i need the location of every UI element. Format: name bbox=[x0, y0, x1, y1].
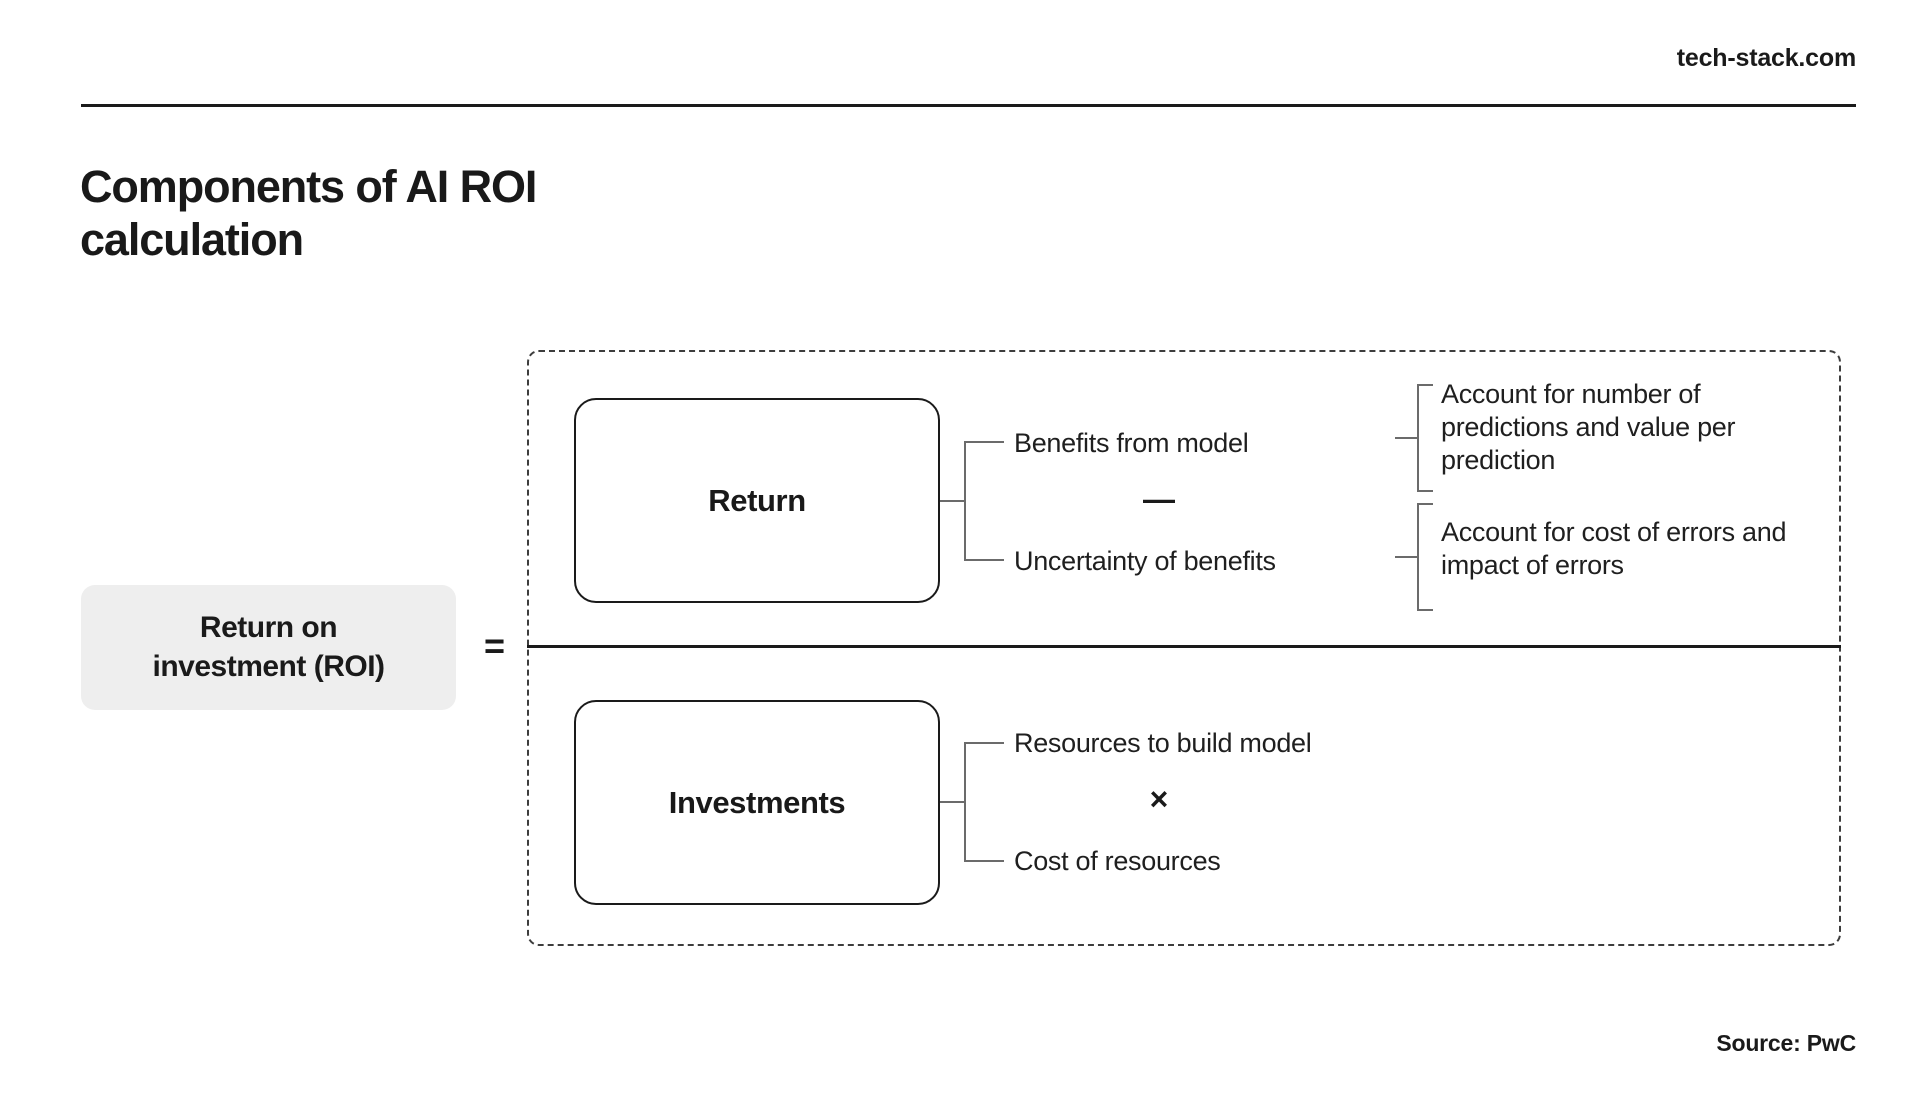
return-term-label: Return bbox=[708, 482, 806, 518]
roi-result-label: Return on investment (ROI) bbox=[152, 611, 385, 683]
investments-connector-spine bbox=[964, 742, 966, 862]
investments-connector-arm-bottom bbox=[964, 860, 1004, 862]
equals-symbol: = bbox=[484, 625, 506, 666]
return-connector-spine bbox=[964, 441, 966, 561]
return-connector-arm-top bbox=[964, 441, 1004, 443]
return-split-connector bbox=[940, 441, 1006, 561]
numerator-item-1-detail: Account for cost of errors and impact of… bbox=[1441, 517, 1787, 581]
source-attribution: Source: PwC bbox=[1716, 1030, 1856, 1056]
investments-split-connector bbox=[940, 742, 1006, 862]
fraction-container bbox=[527, 350, 1841, 946]
roi-result-chip: Return on investment (ROI) bbox=[81, 585, 456, 710]
numerator-item-0-detail: Account for number of predictions and va… bbox=[1441, 379, 1736, 476]
bracket-spine bbox=[1417, 384, 1419, 492]
bracket-cap-bottom bbox=[1417, 490, 1433, 492]
investments-connector-arm-top bbox=[964, 742, 1004, 744]
fraction-divider-bar bbox=[527, 645, 1841, 648]
return-term-box: Return bbox=[574, 398, 940, 603]
investments-term-label: Investments bbox=[668, 784, 846, 820]
numerator-item-0-bracket: Account for number of predictions and va… bbox=[1395, 379, 1815, 492]
bracket-stem bbox=[1395, 556, 1417, 558]
bracket-cap-top bbox=[1417, 503, 1433, 505]
numerator-item-1-label: Uncertainty of benefits bbox=[1014, 546, 1276, 576]
page-title: Components of AI ROI calculation bbox=[80, 161, 537, 266]
investments-term-box: Investments bbox=[574, 700, 940, 905]
denominator-item-0-label: Resources to build model bbox=[1014, 728, 1312, 758]
denominator-item-1-label: Cost of resources bbox=[1014, 846, 1221, 876]
bracket-cap-bottom bbox=[1417, 609, 1433, 611]
site-brand: tech-stack.com bbox=[1676, 44, 1856, 72]
numerator-item-0-label: Benefits from model bbox=[1014, 428, 1249, 458]
return-connector-arm-bottom bbox=[964, 559, 1004, 561]
denominator-operator: × bbox=[1149, 781, 1169, 817]
bracket-cap-top bbox=[1417, 384, 1433, 386]
numerator-operator: — bbox=[1143, 481, 1175, 517]
header-divider bbox=[81, 104, 1856, 107]
bracket-stem bbox=[1395, 437, 1417, 439]
investments-connector-stem bbox=[940, 801, 964, 803]
numerator-item-1-bracket: Account for cost of errors and impact of… bbox=[1395, 503, 1815, 611]
return-connector-stem bbox=[940, 500, 964, 502]
bracket-spine bbox=[1417, 503, 1419, 611]
